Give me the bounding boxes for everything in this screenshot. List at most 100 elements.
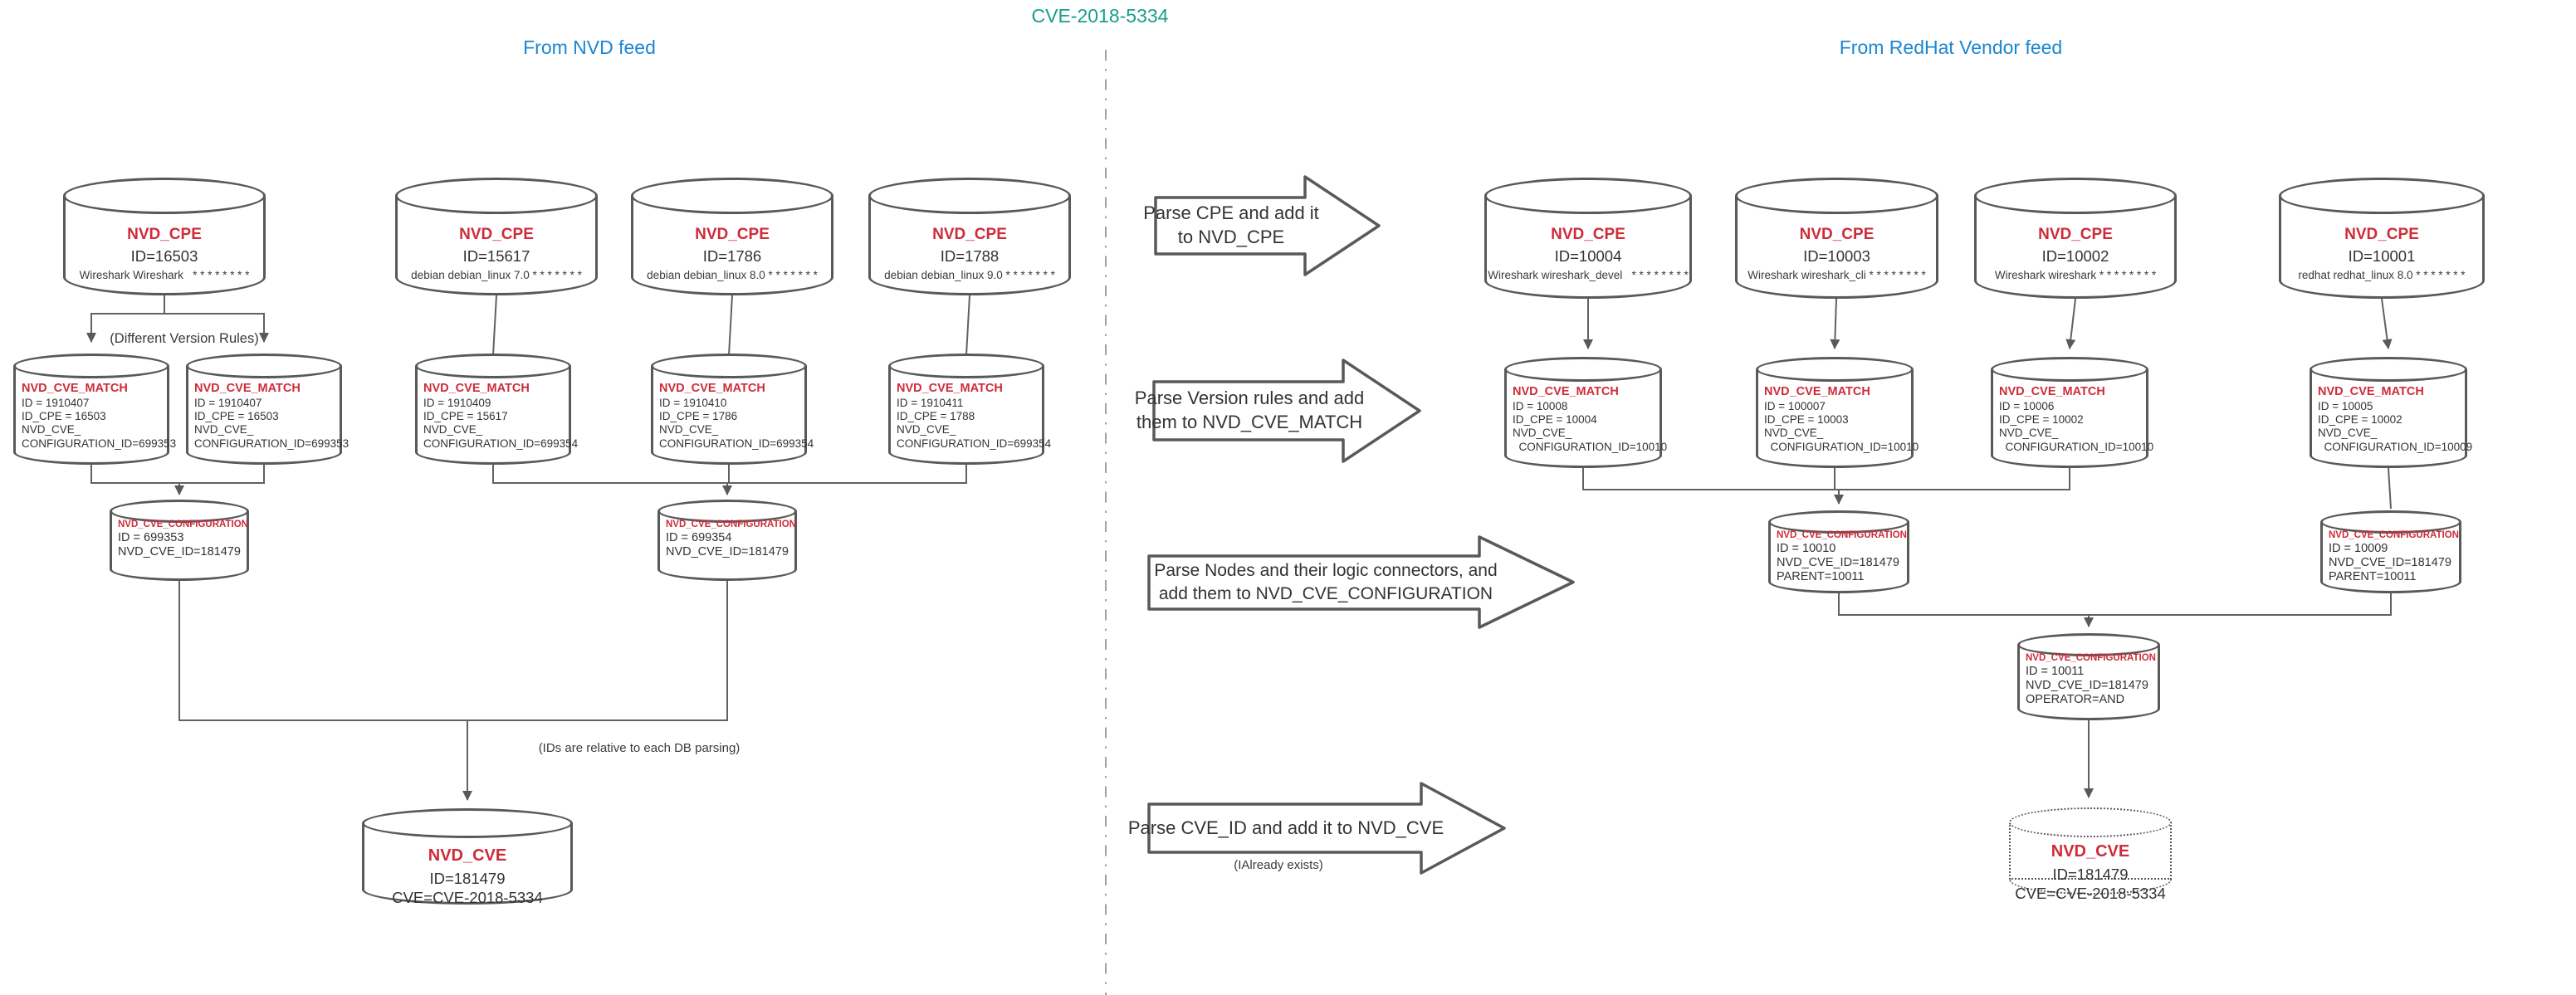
db-nvd-cpe-15617: NVD_CPE ID=15617 debian debian_linux 7.0… [395,178,598,295]
entity-title: NVD_CPE [127,226,202,243]
entity-title: NVD_CVE_MATCH [1513,385,1619,398]
match-id: ID = 1910410 [659,397,727,409]
cylinder-top [1974,178,2177,214]
entity-title: NVD_CVE_MATCH [423,382,530,395]
entity-title: NVD_CVE [2051,842,2130,861]
match-id: ID = 10008 [1513,400,1568,412]
block-arrow-shape [1147,535,1575,629]
match-config-ref-2: CONFIGURATION_ID=10010 [1764,440,1919,453]
match-config-ref-1: NVD_CVE_ [423,423,483,437]
config-id: ID = 10011 [2026,665,2085,678]
cylinder-top [2320,510,2461,534]
db-nvd-cve-match-4: NVD_CVE_MATCH ID = 1910410 ID_CPE = 1786… [651,354,814,465]
cylinder-top [63,178,266,214]
config-id: ID = 699354 [666,531,732,544]
cylinder-top [1768,510,1909,534]
cylinder-top [2017,633,2160,656]
db-nvd-cve-match-10006: NVD_CVE_MATCH ID = 10006 ID_CPE = 10002 … [1991,357,2153,468]
config-parent: PARENT=10011 [1777,570,1865,584]
entity-title: NVD_CVE_MATCH [22,382,128,395]
note-already-exists: (IAlready exists) [1234,858,1323,872]
match-config-ref-1: NVD_CVE_ [1764,427,1824,440]
match-id-cpe: ID_CPE = 10002 [2318,413,2402,427]
db-nvd-cve-configuration-699353: NVD_CVE_CONFIGURATION ID = 699353 NVD_CV… [110,500,249,581]
match-id: ID = 1910409 [423,397,491,409]
match-id: ID = 1910411 [897,397,964,409]
entity-id: ID=15617 [462,247,530,265]
arrow-label-line1: Parse CPE and add it [1143,202,1319,224]
db-nvd-cve-match-10008: NVD_CVE_MATCH ID = 10008 ID_CPE = 10004 … [1504,357,1668,468]
cylinder-body [2310,369,2467,456]
cylinder-body [651,366,807,452]
match-config-ref-2: CONFIGURATION_ID=699354 [423,437,579,450]
db-nvd-cpe-10002: NVD_CPE ID=10002 Wireshark wireshark * *… [1974,178,2177,299]
cve-code: CVE=CVE-2018-5334 [392,889,543,907]
cylinder-top [2279,178,2485,214]
cve-code: CVE=CVE-2018-5334 [2015,885,2166,903]
cylinder-top [1991,357,2148,382]
entity-title: NVD_CPE [1799,226,1875,243]
entity-id: ID=10003 [1803,247,1870,265]
cylinder-top [2310,357,2467,382]
config-cve-id: NVD_CVE_ID=181479 [2329,556,2451,570]
match-id-cpe: ID_CPE = 10003 [1764,413,1849,427]
cylinder-top [186,354,342,378]
note-different-version-rules: (Different Version Rules) [110,331,259,346]
config-id: ID = 10010 [1777,542,1836,555]
entity-title: NVD_CPE [459,226,534,243]
db-nvd-cpe-10001: NVD_CPE ID=10001 redhat redhat_linux 8.0… [2279,178,2485,299]
entity-title: NVD_CVE [428,846,507,865]
match-config-ref-1: NVD_CVE_ [1513,427,1572,440]
match-id: ID = 10005 [2318,400,2373,412]
match-config-ref-2: CONFIGURATION_ID=699353 [194,437,349,450]
match-id-cpe: ID_CPE = 16503 [194,410,279,423]
match-id: ID = 100007 [1764,400,1826,412]
cylinder-top [2009,807,2172,837]
entity-title: NVD_CVE_MATCH [194,382,301,395]
process-arrow-parse-cve-id: Parse CVE_ID and add it to NVD_CVE [1128,781,1506,876]
entity-title: NVD_CVE_CONFIGURATION [666,519,796,529]
entity-cpe-string: Wireshark wireshark_devel * * * * * * * … [1488,269,1689,281]
db-nvd-cve-configuration-699354: NVD_CVE_CONFIGURATION ID = 699354 NVD_CV… [657,500,797,581]
process-arrow-parse-nodes: Parse Nodes and their logic connectors, … [1147,534,1576,630]
db-nvd-cve-match-10005: NVD_CVE_MATCH ID = 10005 ID_CPE = 10002 … [2310,357,2472,468]
match-config-ref-2: CONFIGURATION_ID=10010 [1513,440,1668,453]
entity-id: ID=10001 [2348,247,2416,265]
entity-title: NVD_CVE_MATCH [2318,385,2424,398]
cylinder-top [1504,357,1662,382]
cylinder-body [888,366,1044,452]
entity-cpe-string: Wireshark wireshark * * * * * * * * [1994,269,2157,281]
db-nvd-cve-match-5: NVD_CVE_MATCH ID = 1910411 ID_CPE = 1788… [888,354,1051,465]
config-cve-id: NVD_CVE_ID=181479 [1777,556,1899,570]
match-config-ref-2: CONFIGURATION_ID=699353 [22,437,177,450]
cve-id: ID=181479 [2052,866,2129,883]
page-title: CVE-2018-5334 [1031,5,1169,27]
entity-cpe-string: debian debian_linux 7.0 * * * * * * * [411,269,582,281]
entity-title: NVD_CVE_CONFIGURATION [2329,530,2459,540]
db-nvd-cpe-10003: NVD_CPE ID=10003 Wireshark wireshark_cli… [1735,178,1938,299]
cylinder-top [13,354,169,378]
entity-id: ID=10004 [1554,247,1622,265]
arrow-label-line1: Parse Nodes and their logic connectors, … [1154,561,1498,581]
cylinder-top [1484,178,1692,214]
arrow-label-line1: Parse CVE_ID and add it to NVD_CVE [1127,817,1444,838]
entity-cpe-string: Wireshark wireshark_cli * * * * * * * * [1747,269,1926,281]
db-nvd-cve-right-existing: NVD_CVE ID=181479 CVE=CVE-2018-5334 [2009,807,2172,902]
db-nvd-cpe-1788: NVD_CPE ID=1788 debian debian_linux 9.0 … [868,178,1071,295]
cylinder-top [657,500,797,523]
cylinder-body [1504,369,1662,456]
config-cve-id: NVD_CVE_ID=181479 [666,545,789,559]
entity-cpe-string: redhat redhat_linux 8.0 * * * * * * * [2298,269,2466,281]
cylinder-top [631,178,833,214]
note-ids-relative: (IDs are relative to each DB parsing) [538,741,741,755]
match-config-ref-1: NVD_CVE_ [659,423,719,437]
block-arrow-shape [1154,175,1381,276]
match-id-cpe: ID_CPE = 15617 [423,410,508,423]
cylinder-top [1735,178,1938,214]
db-nvd-cpe-1786: NVD_CPE ID=1786 debian debian_linux 8.0 … [631,178,833,295]
entity-title: NVD_CVE_CONFIGURATION [1777,530,1907,540]
db-nvd-cve-configuration-10010: NVD_CVE_CONFIGURATION ID = 10010 NVD_CVE… [1768,510,1909,593]
entity-title: NVD_CPE [695,226,770,243]
entity-id: ID=16503 [130,247,198,265]
db-nvd-cve-match-100007: NVD_CVE_MATCH ID = 100007 ID_CPE = 10003… [1756,357,1919,468]
